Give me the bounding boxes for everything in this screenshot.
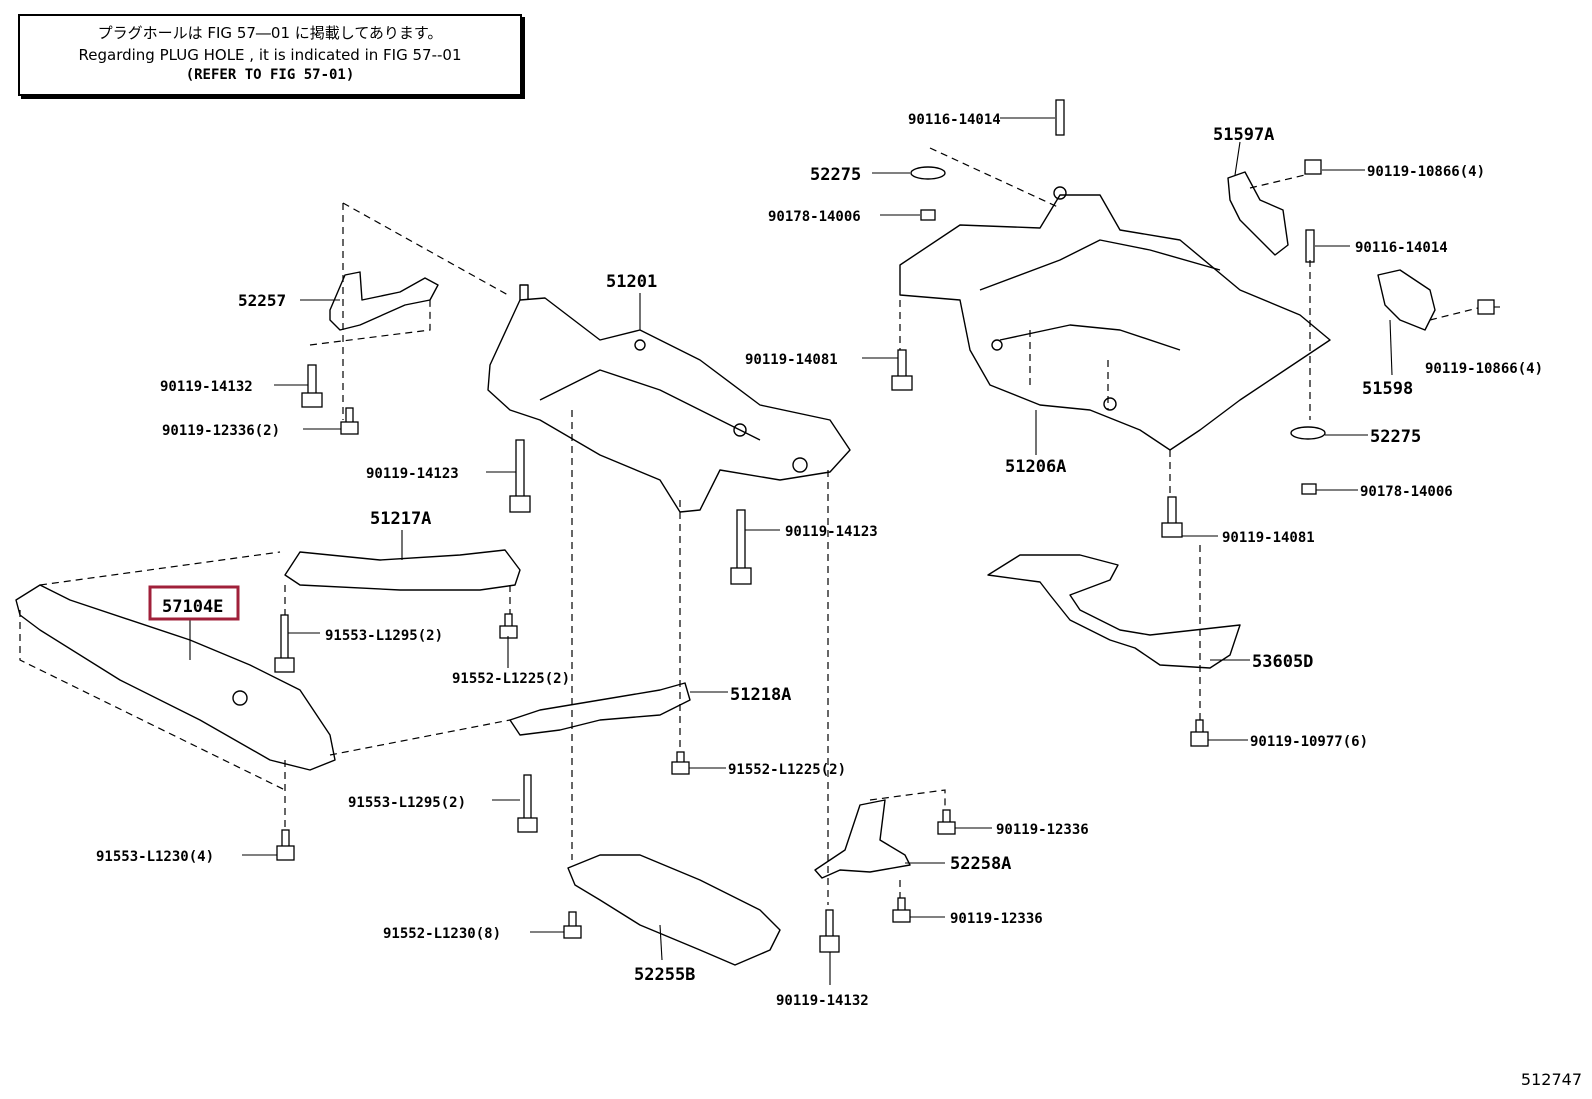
- part-label-51206a[interactable]: 51206A: [1005, 457, 1066, 477]
- assembly-lines: [19, 147, 1479, 905]
- part-57104E-shape: [15, 584, 336, 771]
- part-label-90119-12336[interactable]: 90119-12336: [996, 822, 1089, 838]
- part-label-90119-14123[interactable]: 90119-14123: [366, 466, 459, 482]
- part-label-51597a[interactable]: 51597A: [1213, 125, 1274, 145]
- bolt-head-90119-12336-b: [937, 821, 956, 835]
- part-label-52275[interactable]: 52275: [1370, 427, 1421, 447]
- leader-lines: [189, 117, 1500, 985]
- bolt-90116-14014-b: [1305, 229, 1315, 263]
- part-label-53605d[interactable]: 53605D: [1252, 652, 1313, 672]
- bolt-head-90119-14132-b: [819, 935, 840, 953]
- part-label-52258a[interactable]: 52258A: [950, 854, 1011, 874]
- part-label-91553-l12952[interactable]: 91553-L1295(2): [325, 628, 443, 644]
- bolt-90119-14132-a: [307, 364, 317, 396]
- part-label-90119-123362[interactable]: 90119-12336(2): [162, 423, 280, 439]
- bolt-90119-14123-a: [515, 439, 525, 499]
- note-english: Regarding PLUG HOLE , it is indicated in…: [78, 46, 462, 64]
- bolt-91553-L1230: [281, 829, 290, 849]
- part-label-90119-14132[interactable]: 90119-14132: [160, 379, 253, 395]
- part-label-90119-12336[interactable]: 90119-12336: [950, 911, 1043, 927]
- bolt-91553-L1295-a: [280, 614, 289, 661]
- bolt-head-90119-14123-a: [509, 495, 531, 513]
- part-label-51217a[interactable]: 51217A: [370, 509, 431, 529]
- part-label-51218a[interactable]: 51218A: [730, 685, 791, 705]
- part-label-90178-14006[interactable]: 90178-14006: [1360, 484, 1453, 500]
- bolt-group: [274, 99, 1495, 953]
- part-51218A-shape: [509, 682, 691, 736]
- part-51206A-shape: [899, 194, 1331, 451]
- part-label-52255b[interactable]: 52255B: [634, 965, 695, 985]
- bolt-head-90119-14123-b: [730, 567, 752, 585]
- note-japanese: プラグホールは FIG 57―01 に掲載してあります。: [97, 24, 443, 42]
- part-label-57104e[interactable]: 57104E: [162, 597, 223, 617]
- part-51217A-shape: [284, 549, 521, 591]
- part-label-90119-14081[interactable]: 90119-14081: [1222, 530, 1315, 546]
- bolt-90119-10866-a: [1304, 159, 1322, 175]
- part-52257-shape: [329, 271, 439, 331]
- part-labels: 52257 51201 90116-14014 51597A 52275 90119-10…: [96, 112, 1543, 1009]
- part-51201-shape: [487, 297, 851, 513]
- bolt-head-90119-14081-b: [1161, 522, 1183, 538]
- bolt-90119-14132-b: [825, 909, 834, 939]
- plug-hole-note: プラグホールは FIG 57―01 に掲載してあります。 Regarding P…: [18, 14, 522, 96]
- bolt-head-91552-L1230: [563, 925, 582, 939]
- part-label-90119-14123[interactable]: 90119-14123: [785, 524, 878, 540]
- part-label-51201[interactable]: 51201: [606, 272, 657, 292]
- part-label-90119-108664[interactable]: 90119-10866(4): [1367, 164, 1485, 180]
- bolt-head-90119-12336-a: [340, 421, 359, 435]
- bolt-head-91552-L1225-b: [671, 761, 690, 775]
- part-51597A-shape: [1227, 171, 1289, 256]
- bolt-90116-14014-a: [1055, 99, 1065, 136]
- nut-90178-14006-a: [920, 209, 936, 221]
- part-53605D-shape: [987, 554, 1241, 669]
- part-52255B-shape: [567, 854, 781, 966]
- part-label-91553-l12304[interactable]: 91553-L1230(4): [96, 849, 214, 865]
- figure-code: 512747: [1520, 1070, 1582, 1089]
- bolt-90119-14123-b: [736, 509, 746, 571]
- washer-52275-top: [910, 166, 946, 180]
- bolt-90119-10866-b: [1477, 299, 1495, 315]
- nut-90178-14006-b: [1301, 483, 1317, 495]
- highlight-57104E: [148, 585, 240, 621]
- washer-52275-right: [1290, 426, 1326, 440]
- part-label-90116-14014[interactable]: 90116-14014: [1355, 240, 1448, 256]
- part-51598-shape: [1377, 269, 1436, 331]
- part-label-91553-l12952[interactable]: 91553-L1295(2): [348, 795, 466, 811]
- part-label-91552-l12308[interactable]: 91552-L1230(8): [383, 926, 501, 942]
- bolt-91553-L1295-b: [523, 774, 532, 821]
- bolt-head-91553-L1230: [276, 845, 295, 861]
- part-52258A-shape: [814, 799, 911, 879]
- bolt-head-90119-14132-a: [301, 392, 323, 408]
- bolt-90119-14081-b: [1167, 496, 1177, 526]
- part-label-90178-14006[interactable]: 90178-14006: [768, 209, 861, 225]
- bolt-head-90119-14081-a: [891, 375, 913, 391]
- bolt-90119-14081-a: [897, 349, 907, 379]
- note-refer-link[interactable]: (REFER TO FIG 57-01): [185, 67, 355, 83]
- part-label-52275[interactable]: 52275: [810, 165, 861, 185]
- part-label-90119-14081[interactable]: 90119-14081: [745, 352, 838, 368]
- part-label-90119-14132[interactable]: 90119-14132: [776, 993, 869, 1009]
- bolt-head-91553-L1295-b: [517, 817, 538, 833]
- bolt-head-91553-L1295-a: [274, 657, 295, 673]
- part-label-90119-108664[interactable]: 90119-10866(4): [1425, 361, 1543, 377]
- part-label-91552-l12252[interactable]: 91552-L1225(2): [452, 671, 570, 687]
- part-label-91552-l12252[interactable]: 91552-L1225(2): [728, 762, 846, 778]
- part-label-90119-109776[interactable]: 90119-10977(6): [1250, 734, 1368, 750]
- bolt-head-90119-10977: [1190, 731, 1209, 747]
- part-label-51598[interactable]: 51598: [1362, 379, 1413, 399]
- part-label-52257[interactable]: 52257: [238, 291, 286, 310]
- part-label-90116-14014[interactable]: 90116-14014: [908, 112, 1001, 128]
- bolt-head-90119-12336-c: [892, 909, 911, 923]
